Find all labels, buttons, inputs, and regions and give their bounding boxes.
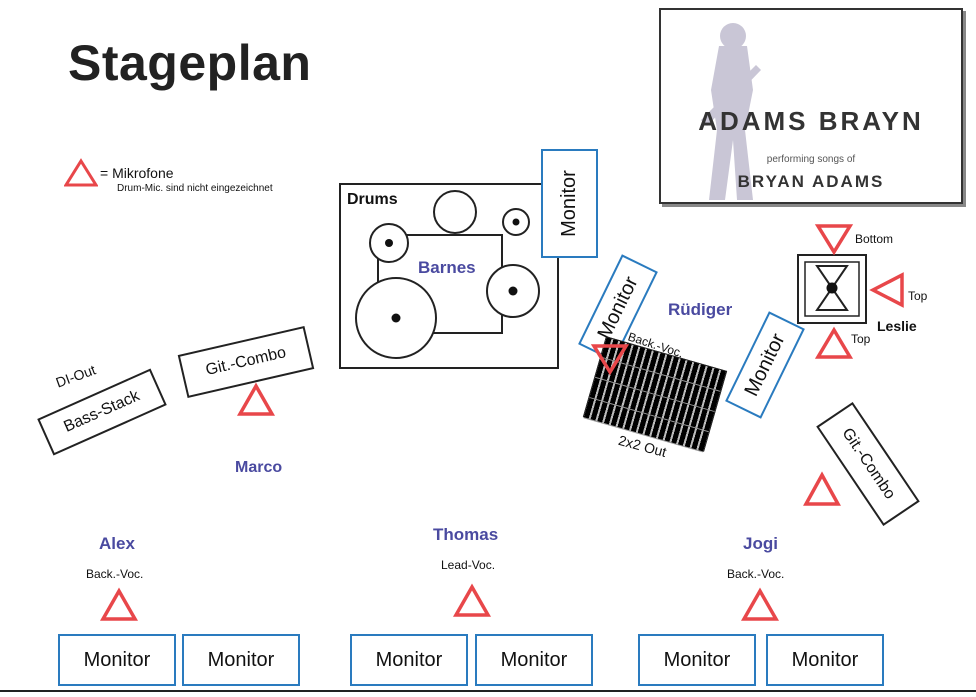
- leslie-top-right-mic-icon: [869, 272, 904, 308]
- leslie-top-right-label: Top: [908, 289, 928, 303]
- band-logo: ADAMS BRAYN performing songs of BRYAN AD…: [659, 8, 963, 204]
- jogi-mic-icon: [740, 587, 780, 621]
- alex-mic-icon: [99, 587, 139, 621]
- legend-note: Drum-Mic. sind nicht eingezeichnet: [117, 183, 273, 194]
- jogi-monitor-2-label: Monitor: [791, 648, 859, 671]
- band-subtitle: performing songs of: [766, 154, 856, 165]
- leslie-label: Leslie: [877, 318, 917, 334]
- thomas-vocal: Lead-Voc.: [441, 558, 496, 572]
- marco-mic-icon: [236, 382, 276, 416]
- artist-name: BRYAN ADAMS: [737, 172, 885, 191]
- thomas-mic-icon: [452, 583, 492, 617]
- drums-label: Drums: [347, 191, 398, 208]
- alex-monitor-1-label: Monitor: [83, 648, 151, 671]
- alex-monitor-2: Monitor: [182, 634, 300, 686]
- leslie-top-bottom-mic-icon: [814, 326, 854, 359]
- stage-edge: [0, 690, 976, 692]
- guitarist-silhouette-icon: [701, 23, 761, 200]
- marco-name: Marco: [235, 459, 283, 476]
- ruediger-name: Rüdiger: [668, 300, 733, 319]
- jogi-combo-mic-icon: [803, 471, 841, 506]
- leslie-bottom-mic-icon: [814, 224, 854, 256]
- jogi-vocal: Back.-Voc.: [727, 567, 785, 581]
- jogi-monitor-1: Monitor: [638, 634, 756, 686]
- thomas-monitor-2: Monitor: [475, 634, 593, 686]
- leslie-top-bottom-label: Top: [851, 332, 871, 346]
- legend-label: = Mikrofone: [100, 165, 174, 181]
- crash-cymbal-icon: [433, 190, 477, 234]
- thomas-monitor-1: Monitor: [350, 634, 468, 686]
- jogi-name: Jogi: [743, 534, 778, 553]
- alex-name: Alex: [99, 534, 135, 553]
- band-name: ADAMS BRAYN: [698, 106, 924, 136]
- alex-vocal: Back.-Voc.: [86, 567, 144, 581]
- drummer-name: Barnes: [418, 258, 476, 277]
- thomas-monitor-1-label: Monitor: [375, 648, 443, 671]
- drum-monitor: Monitor: [541, 149, 598, 258]
- ruediger-mic-icon: [590, 344, 630, 376]
- leslie-bottom-label: Bottom: [855, 232, 894, 246]
- thomas-name: Thomas: [433, 525, 499, 544]
- alex-monitor-2-label: Monitor: [207, 648, 275, 671]
- jogi-monitor-2: Monitor: [766, 634, 884, 686]
- jogi-monitor-1-label: Monitor: [663, 648, 731, 671]
- thomas-monitor-2-label: Monitor: [500, 648, 568, 671]
- legend-mic-icon: [64, 158, 98, 187]
- page-title: Stageplan: [68, 35, 312, 91]
- alex-monitor-1: Monitor: [58, 634, 176, 686]
